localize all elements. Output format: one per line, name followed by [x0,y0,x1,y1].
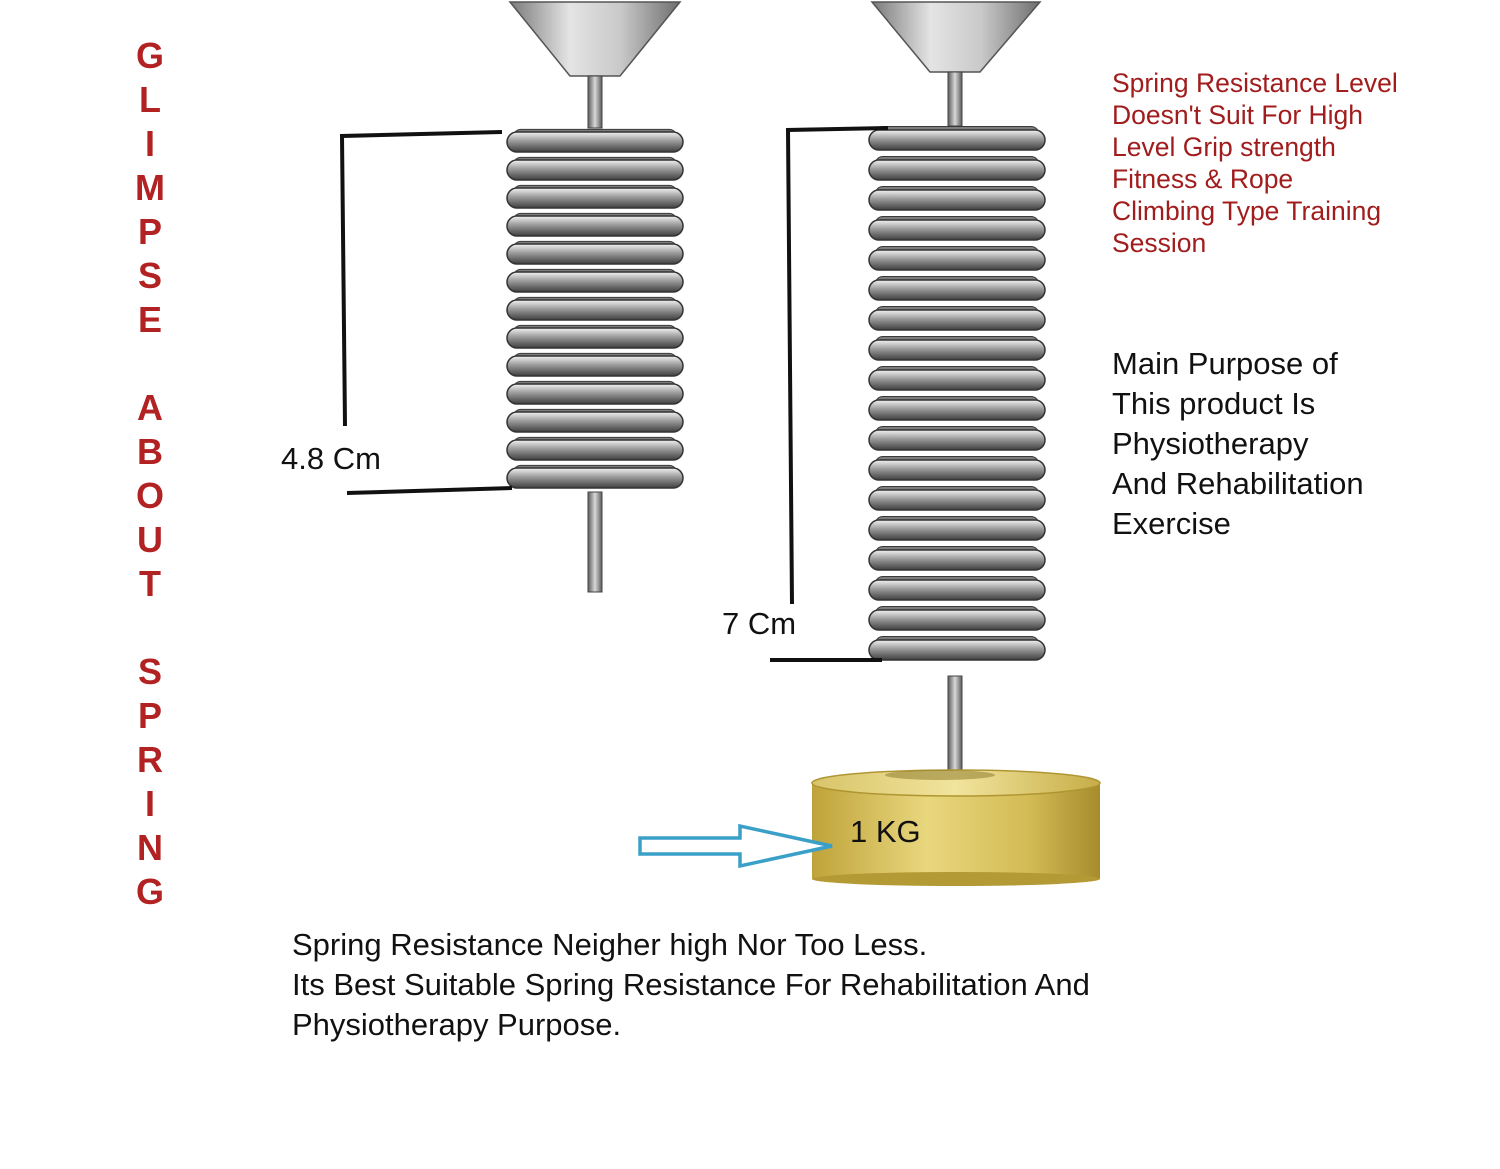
bottom-note-line: Physiotherapy Purpose. [292,1007,622,1042]
weight-bottom-edge [812,872,1100,886]
title-letter: P [137,695,162,736]
coil-turn [506,411,684,433]
coil-turn [868,609,1046,631]
weight-body [812,783,1100,879]
cone-right [870,1,1042,73]
coil-turn [506,271,684,293]
coil-turn [868,399,1046,421]
red-note-line: Level Grip strength [1112,132,1336,162]
coil-turn [506,439,684,461]
title-letter: S [137,651,162,692]
coil-turn [868,519,1046,541]
title-letter: I [144,783,155,824]
coil-turn [868,189,1046,211]
title-letter: I [144,123,155,164]
coil-turn [868,279,1046,301]
coil-turn [506,355,684,377]
title-letter: A [137,387,163,428]
title-letter: M [135,167,165,208]
title-letter: P [137,211,162,252]
coil-turn [506,467,684,489]
measure-bracket-short [339,130,503,427]
coil-turn [868,219,1046,241]
coil-turn [506,243,684,265]
purpose-note-line: And Rehabilitation [1112,466,1364,501]
spring-long-coils [868,126,1046,661]
title-letter: G [135,871,164,912]
rod-left-top [587,75,603,129]
measure-line-short-bottom [346,486,513,495]
coil-turn [868,579,1046,601]
spring-long-length-label: 7 Cm [722,606,797,641]
bottom-note-line: Its Best Suitable Spring Resistance For … [292,967,1090,1002]
spring-short-length-label: 4.8 Cm [281,441,381,476]
red-note-line: Climbing Type Training [1112,196,1382,226]
red-note-line: Doesn't Suit For High [1112,100,1364,130]
coil-turn [868,459,1046,481]
measure-bracket-long [785,126,889,605]
coil-turn [868,129,1046,151]
title-letter: N [137,827,163,868]
title-letter: G [135,35,164,76]
coil-turn [868,369,1046,391]
coil-turn [868,249,1046,271]
rod-right-bottom [947,675,963,777]
red-note-line: Spring Resistance Level [1112,68,1398,98]
purpose-note-line: Main Purpose of [1112,346,1338,381]
title-letter: O [135,475,164,516]
coil-turn [506,187,684,209]
coil-turn [506,299,684,321]
rod-left-bottom [587,491,603,593]
resistance-note-red: Spring Resistance Level Doesn't Suit For… [1112,67,1452,259]
purpose-note-line: This product Is [1112,386,1316,421]
title-letter: L [139,79,161,120]
red-note-line: Fitness & Rope [1112,164,1294,194]
title-letter: E [137,299,162,340]
title-letter: B [137,431,163,472]
coil-turn [506,215,684,237]
purpose-note-line: Exercise [1112,506,1231,541]
purpose-note-line: Physiotherapy [1112,426,1309,461]
spring-short-coils [506,128,684,489]
title-letter: R [137,739,163,780]
coil-turn [868,159,1046,181]
cone-left [508,1,682,77]
coil-turn [506,159,684,181]
weight-label: 1 KG [850,814,921,849]
coil-turn [868,429,1046,451]
coil-turn [868,639,1046,661]
bottom-note: Spring Resistance Neigher high Nor Too L… [292,925,1292,1045]
title-letter: S [137,255,162,296]
bottom-note-line: Spring Resistance Neigher high Nor Too L… [292,927,928,962]
coil-turn [506,383,684,405]
title-letter: T [139,563,161,604]
red-note-line: Session [1112,228,1207,258]
coil-turn [868,549,1046,571]
rod-right-top [947,71,963,127]
purpose-note: Main Purpose of This product Is Physioth… [1112,344,1472,544]
coil-turn [868,339,1046,361]
arrow-pointer [638,823,833,869]
coil-turn [506,131,684,153]
coil-turn [868,309,1046,331]
title-letter: U [137,519,163,560]
weight-top [811,769,1101,797]
coil-turn [506,327,684,349]
weight-top-hole [885,770,995,780]
coil-turn [868,489,1046,511]
